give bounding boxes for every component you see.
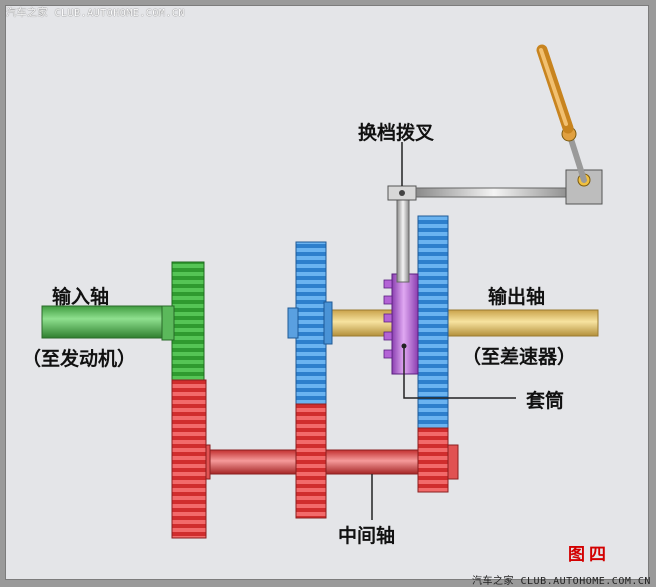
output-gear-middle-hub [287, 307, 299, 339]
sleeve-label: 套筒 [526, 390, 565, 412]
output-shaft [299, 309, 599, 337]
countershaft-label: 中间轴 [338, 525, 396, 547]
input-gear-hub [161, 305, 175, 341]
sleeve-teeth [383, 279, 393, 359]
sleeve-leader-dot [401, 343, 407, 349]
watermark-bottom: 汽车之家 CLUB.AUTOHOME.COM.CN [472, 576, 651, 587]
output-gear-middle-collar [323, 301, 333, 345]
gear-lever-handle-highlight [539, 48, 568, 126]
output-shaft-sublabel: （至差速器） [462, 346, 577, 368]
shift-fork-pin [399, 190, 405, 196]
shift-fork-rod [396, 189, 410, 283]
output-shaft-label: 输出轴 [488, 286, 546, 308]
output-gear-middle [295, 241, 327, 405]
input-shaft [41, 305, 173, 339]
gear-lever-lower [567, 133, 587, 183]
figure-label: 图四 [568, 545, 610, 565]
watermark-top: 汽车之家 CLUB.AUTOHOME.COM.CN [6, 8, 185, 19]
input-shaft-sublabel: （至发动机） [22, 348, 137, 370]
input-shaft-label: 输入轴 [52, 286, 110, 308]
shift-linkage [415, 187, 573, 198]
countershaft-gear-large [171, 379, 207, 539]
sleeve-leader-line [403, 346, 516, 399]
shift-fork-label: 换档拨叉 [358, 122, 435, 144]
diagram-panel [5, 5, 649, 580]
countershaft-gear-small [417, 427, 449, 493]
shift-sleeve [391, 273, 419, 375]
countershaft-gear-middle [295, 403, 327, 519]
input-gear [171, 261, 205, 383]
